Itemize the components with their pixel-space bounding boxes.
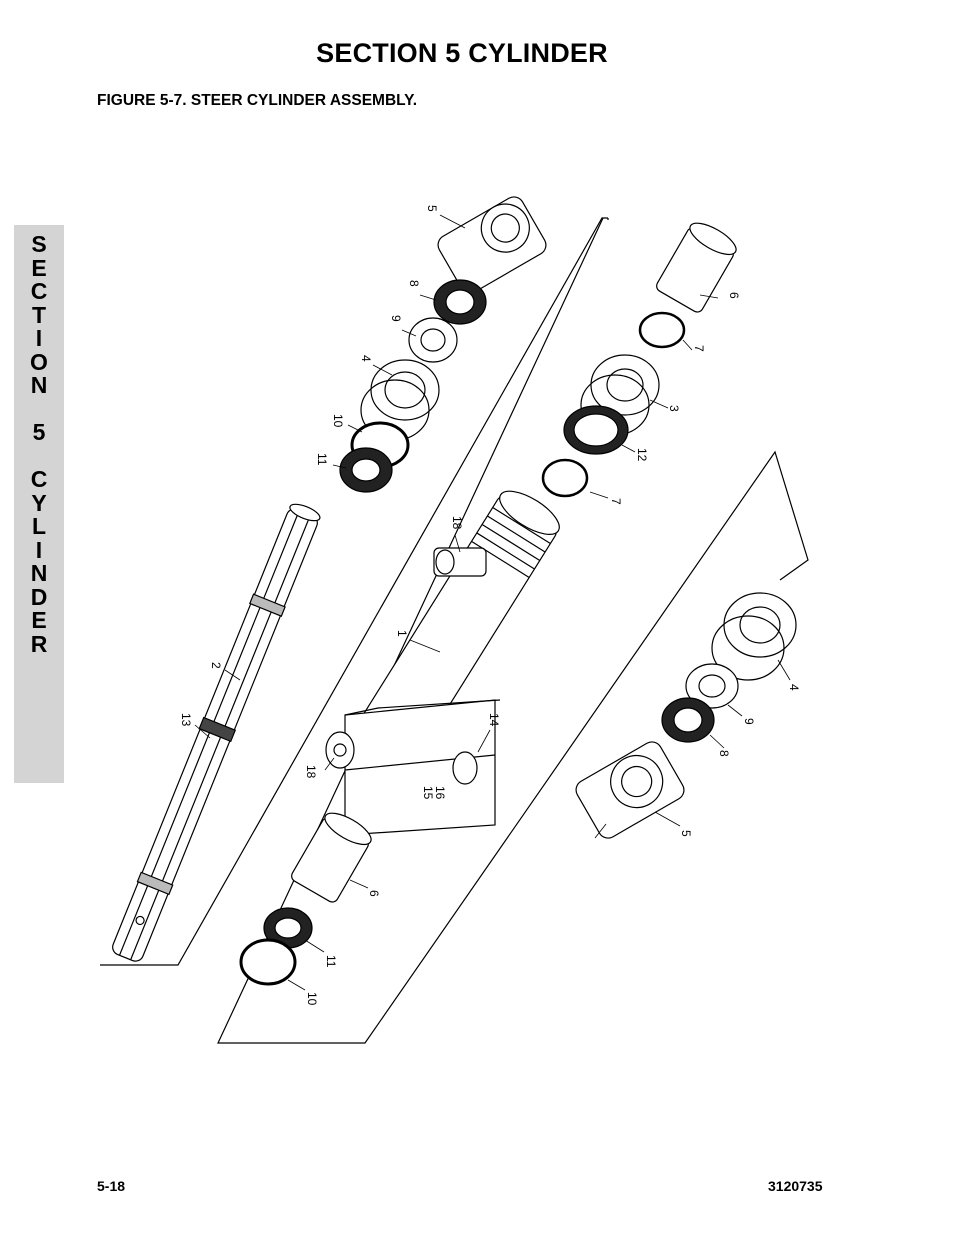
side-tab-letter: T (31, 301, 47, 328)
callout-8-upper: 8 (407, 280, 421, 287)
side-tab-letter: I (35, 325, 43, 351)
rod-seal-upper (408, 317, 458, 363)
side-tab-letter: E (31, 254, 47, 281)
page-title: SECTION 5 CYLINDER (316, 38, 608, 68)
callout-9-lower: 9 (742, 718, 756, 725)
side-tab-letter: I (35, 536, 43, 563)
figure-caption: FIGURE 5-7. STEER CYLINDER ASSEMBLY. (97, 92, 418, 109)
side-tab-letter: C (30, 466, 48, 492)
callout-5-upper: 5 (425, 205, 439, 212)
side-tab-letter: Y (31, 489, 47, 516)
lock-ring-upper (638, 311, 686, 349)
side-tab-letter: 5 (32, 419, 46, 445)
callout-7-upper: 7 (692, 345, 706, 352)
o-ring-lower (239, 938, 297, 986)
side-tab-letter: D (30, 583, 48, 610)
page-number: 5-18 (97, 1178, 126, 1194)
callout-6-upper: 6 (727, 292, 741, 299)
rod-group-outline (100, 217, 608, 966)
piston-upper (360, 359, 440, 441)
callout-16: 16 (433, 786, 447, 800)
piston-rod (112, 503, 321, 962)
callout-8-lower: 8 (717, 750, 731, 757)
bushing-lower (291, 812, 372, 903)
callout-1: 1 (395, 630, 409, 637)
side-tab-letter: O (30, 348, 48, 375)
side-tab-letter: L (31, 513, 47, 539)
side-tab-letter: R (30, 630, 48, 657)
document-number: 3120735 (768, 1178, 823, 1194)
callout-4-lower: 4 (787, 684, 801, 691)
side-tab-letter: C (30, 278, 48, 304)
callout-13: 13 (179, 713, 193, 727)
side-tab-letter: N (30, 560, 48, 586)
callout-2: 2 (209, 662, 223, 669)
callout-10-upper: 10 (331, 414, 345, 428)
side-tab-letter: E (31, 607, 47, 633)
side-tab-letter: S (31, 231, 47, 257)
callout-5-lower: 5 (679, 830, 693, 837)
bushing-upper (656, 222, 737, 313)
callout-10-lower: 10 (305, 992, 319, 1006)
callout-11-upper: 11 (315, 453, 329, 466)
callout-18-upper: 18 (450, 516, 464, 530)
callout-18-lower: 18 (304, 765, 318, 779)
side-tab-letter: N (30, 372, 48, 398)
callout-7-lower: 7 (609, 498, 623, 505)
cylinder-base-block (325, 699, 501, 836)
rod-seal-lower (685, 663, 739, 709)
callout-11-lower: 11 (324, 955, 338, 968)
callout-6-lower: 6 (367, 890, 381, 897)
callout-9-upper: 9 (389, 315, 403, 322)
head-gland-upper (437, 196, 547, 294)
callout-14: 14 (487, 713, 501, 727)
callout-15: 15 (421, 786, 435, 800)
barrel-group-outline (217, 217, 809, 1044)
head-gland-lower (575, 741, 685, 839)
port-fitting-upper (433, 547, 487, 577)
callout-12: 12 (635, 448, 649, 462)
piston-lower-right (711, 592, 797, 681)
lock-ring-lower (541, 458, 589, 498)
callout-4-upper: 4 (359, 355, 373, 362)
callout-3: 3 (667, 405, 681, 412)
